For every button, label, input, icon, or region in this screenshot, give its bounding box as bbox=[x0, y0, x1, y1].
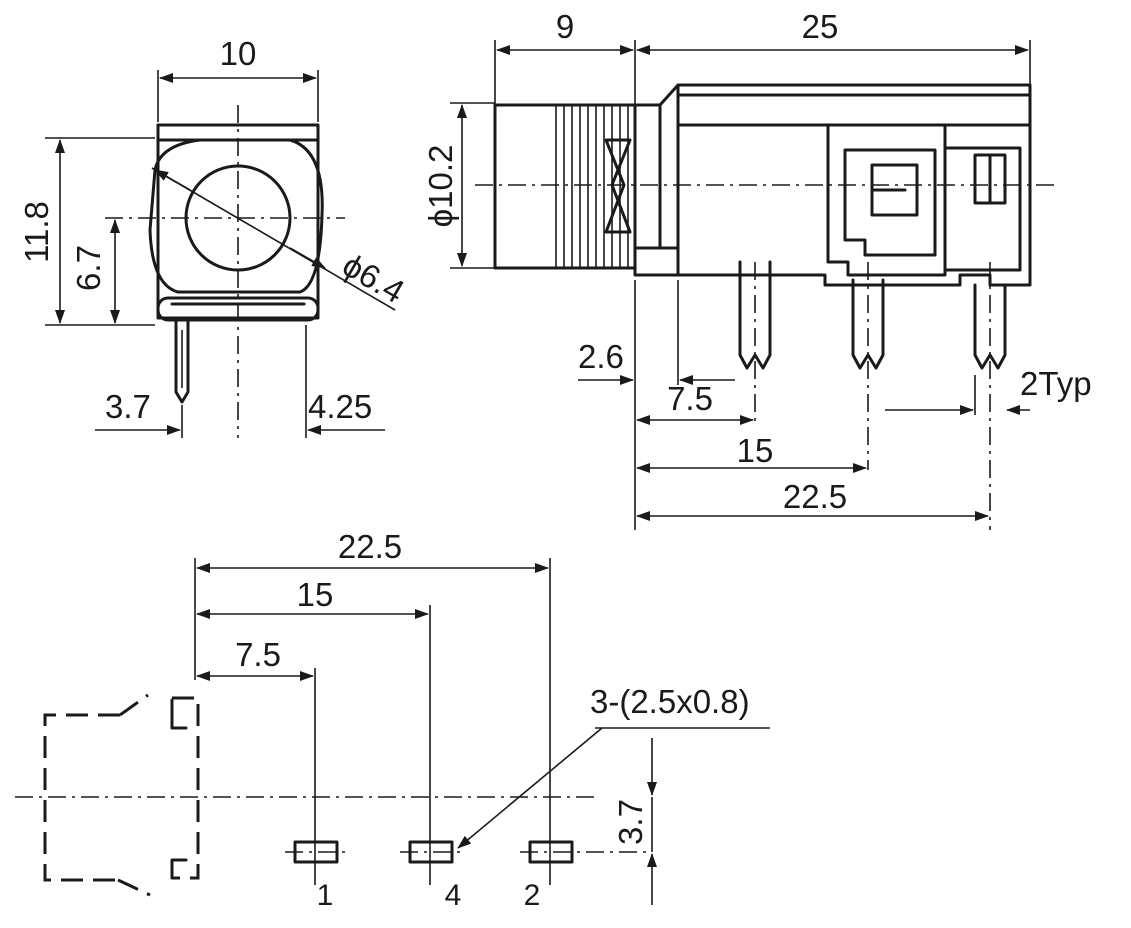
pad-note-leader bbox=[457, 727, 603, 849]
footprint-chamfer-bottom bbox=[117, 878, 151, 897]
front-body-outline bbox=[156, 123, 320, 320]
pad-1 bbox=[293, 840, 339, 864]
footprint-body-outline bbox=[43, 713, 120, 882]
pin-label-2: 2 bbox=[524, 879, 541, 912]
dim-hole-arrow-left bbox=[154, 169, 191, 191]
pin-label-1: 1 bbox=[317, 879, 334, 912]
pin-label-4: 4 bbox=[445, 879, 462, 912]
dim-vertical-label: 3.7 bbox=[612, 799, 649, 845]
dim-right-label: 4.25 bbox=[308, 388, 372, 425]
dim-body-label: 25 bbox=[802, 8, 839, 45]
pad-2 bbox=[528, 840, 574, 864]
dim-center-label: 6.7 bbox=[70, 245, 107, 291]
footprint-corner-top bbox=[170, 698, 188, 730]
dim-height-label: 11.8 bbox=[18, 201, 55, 263]
front-pin bbox=[174, 318, 190, 404]
footprint-corner-bottom bbox=[170, 858, 188, 880]
dim-offset-label: 2.6 bbox=[578, 338, 624, 375]
dim-pin3-label: 22.5 bbox=[783, 478, 847, 515]
dim-pin1-label: 7.5 bbox=[667, 380, 713, 417]
dim-hole-arrow-right bbox=[289, 247, 326, 269]
dim-pin-width-label: 2Typ bbox=[1020, 365, 1092, 402]
side-view: 9 25 ϕ10.2 bbox=[422, 8, 1092, 530]
dim-left-label: 3.7 bbox=[105, 388, 151, 425]
side-contact-frame bbox=[826, 123, 947, 277]
dim-mid-label: 15 bbox=[297, 576, 334, 613]
side-rear-housing bbox=[943, 146, 1022, 272]
dim-total-label: 22.5 bbox=[338, 528, 402, 565]
dim-width-label: 10 bbox=[220, 35, 257, 72]
front-view: 10 11.8 6.7 ϕ6.4 3.7 4.25 bbox=[18, 35, 411, 438]
dim-diameter-label: ϕ10.2 bbox=[422, 145, 459, 228]
side-contact-inner bbox=[843, 148, 937, 257]
dim-hole-label: ϕ6.4 bbox=[337, 246, 411, 310]
footprint-body-right bbox=[172, 696, 200, 880]
dim-pin2-label: 15 bbox=[737, 432, 774, 469]
dim-hole-leader bbox=[151, 167, 396, 311]
front-round-outline bbox=[148, 138, 324, 294]
dim-first-label: 7.5 bbox=[235, 636, 281, 673]
dim-front-label: 9 bbox=[556, 8, 574, 45]
side-thread-nut bbox=[604, 138, 632, 234]
side-thread-hatching bbox=[555, 105, 629, 268]
pad-note-label: 3-(2.5x0.8) bbox=[590, 683, 750, 720]
footprint-chamfer-top bbox=[119, 693, 149, 717]
pad-4 bbox=[408, 840, 454, 864]
footprint-view: 22.5 15 7.5 1 4 2 3-(2.5x0.8) 3.7 bbox=[15, 528, 770, 912]
